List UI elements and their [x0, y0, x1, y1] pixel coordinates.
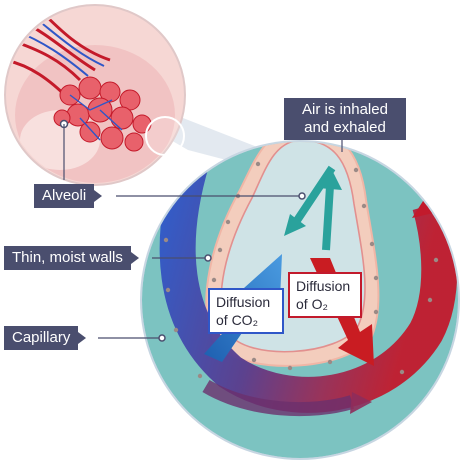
walls-label: Thin, moist walls — [4, 246, 139, 270]
leader-dots — [158, 192, 306, 342]
lung-tissue-view — [4, 4, 186, 186]
zoom-indicator — [145, 116, 185, 156]
capillary-vessel — [159, 154, 458, 413]
o2-diffusion-box: Diffusion of O₂ — [288, 272, 362, 318]
capillary-label: Capillary — [4, 326, 87, 350]
air-label: Air is inhaled and exhaled — [284, 98, 406, 140]
blood-flow-arrow — [202, 379, 355, 417]
o2-label-line1: Diffusion — [296, 278, 351, 294]
o2-label-line2: of O₂ — [296, 296, 328, 312]
alveoli-label: Alveoli — [34, 184, 103, 208]
air-in-arrow — [292, 165, 336, 225]
co2-diffusion-arrow — [204, 254, 282, 362]
co2-label-line2: of CO₂ — [216, 312, 258, 328]
co2-diffusion-box: Diffusion of CO₂ — [208, 288, 284, 334]
air-label-line1: Air is inhaled — [302, 101, 388, 118]
leader-lines — [63, 124, 343, 339]
air-out-arrow — [322, 185, 334, 251]
co2-label-line1: Diffusion — [216, 294, 271, 310]
air-label-line2: and exhaled — [304, 119, 386, 136]
